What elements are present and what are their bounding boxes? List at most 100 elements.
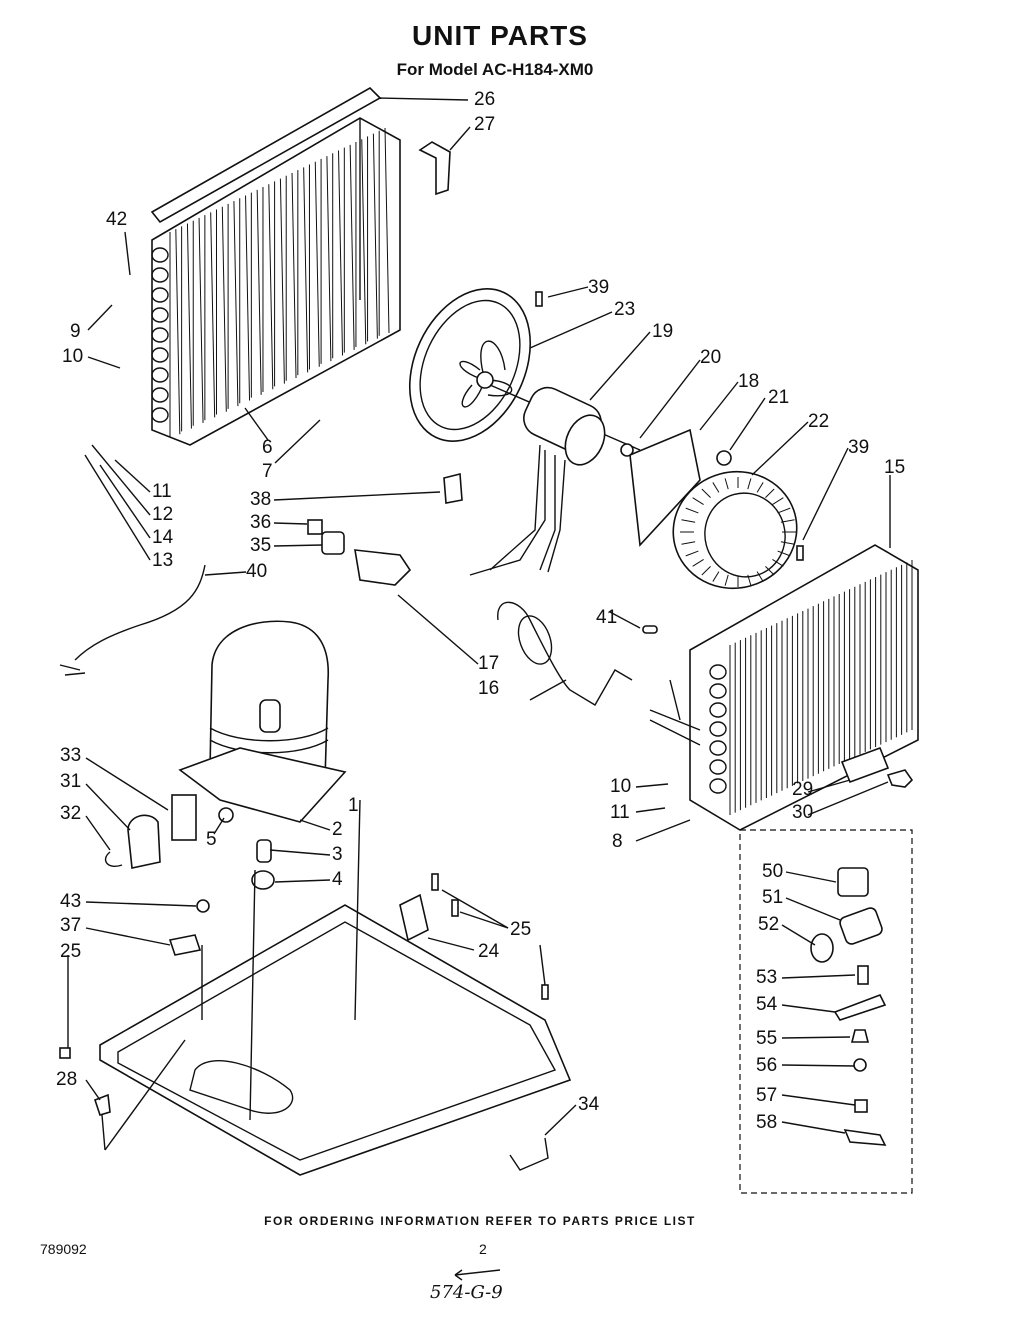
callout-label: 10 bbox=[610, 776, 632, 797]
callout-label: 33 bbox=[60, 745, 82, 766]
nut-part bbox=[218, 807, 234, 823]
document-number: 789092 bbox=[40, 1241, 87, 1257]
page-number: 2 bbox=[479, 1241, 487, 1257]
callout-label: 23 bbox=[614, 299, 636, 320]
callout-label: 13 bbox=[152, 550, 174, 571]
callout-label: 41 bbox=[596, 607, 618, 628]
screw-part bbox=[451, 899, 459, 917]
nut-part bbox=[196, 899, 210, 913]
callout-label: 22 bbox=[808, 411, 830, 432]
evaporator-coil bbox=[649, 544, 919, 831]
screw-part bbox=[796, 545, 804, 561]
callout-label: 6 bbox=[262, 437, 273, 458]
screw-part bbox=[535, 291, 543, 307]
callout-label: 20 bbox=[700, 347, 722, 368]
callout-label: 19 bbox=[652, 321, 674, 342]
callout-label: 55 bbox=[756, 1028, 778, 1049]
leader-lines bbox=[67, 97, 891, 1151]
callout-label: 30 bbox=[792, 802, 814, 823]
grommet-part bbox=[251, 870, 275, 890]
callout-label: 32 bbox=[60, 803, 82, 824]
screw-part bbox=[541, 984, 549, 1000]
callout-label: 35 bbox=[250, 535, 272, 556]
capillary-tube bbox=[497, 601, 633, 706]
callout-label: 15 bbox=[884, 457, 906, 478]
callout-label: 1 bbox=[348, 795, 359, 816]
callout-label: 7 bbox=[262, 461, 273, 482]
callout-label: 58 bbox=[756, 1112, 778, 1133]
handwritten-arrow bbox=[454, 1269, 501, 1281]
callout-label: 10 bbox=[62, 346, 84, 367]
callout-label: 5 bbox=[206, 829, 217, 850]
callout-label: 37 bbox=[60, 915, 82, 936]
callout-label: 27 bbox=[474, 114, 496, 135]
compressor bbox=[178, 620, 347, 823]
callout-label: 53 bbox=[756, 967, 778, 988]
cap-part bbox=[307, 519, 323, 535]
callout-label: 38 bbox=[250, 489, 272, 510]
model-subtitle: For Model AC-H184-XM0 bbox=[396, 60, 594, 79]
callout-label: 25 bbox=[60, 941, 82, 962]
handwritten-note: 574-G-9 bbox=[430, 1282, 503, 1303]
callout-label: 18 bbox=[738, 371, 760, 392]
small-block-part bbox=[418, 141, 451, 196]
callout-label: 34 bbox=[578, 1094, 600, 1115]
callout-label: 24 bbox=[478, 941, 500, 962]
relay-part bbox=[321, 531, 345, 555]
callout-label: 51 bbox=[762, 887, 784, 908]
screw-part bbox=[59, 1047, 71, 1059]
clip-part bbox=[93, 1093, 111, 1116]
screw-part bbox=[431, 873, 439, 891]
blower-wheel bbox=[672, 470, 798, 590]
pin-part bbox=[642, 625, 658, 634]
callout-label: 14 bbox=[152, 527, 174, 548]
callout-label: 36 bbox=[250, 512, 272, 533]
support-rod bbox=[509, 1137, 549, 1171]
callout-label: 39 bbox=[588, 277, 610, 298]
callout-label: 26 bbox=[474, 89, 496, 110]
base-pan bbox=[99, 869, 572, 1176]
callout-label: 43 bbox=[60, 891, 82, 912]
kit-parts bbox=[810, 867, 887, 1146]
callout-label: 31 bbox=[60, 771, 82, 792]
nut-part bbox=[620, 443, 634, 457]
fan-blade-assembly bbox=[408, 288, 532, 504]
callout-label: 3 bbox=[332, 844, 343, 865]
motor-mount-bracket bbox=[629, 428, 701, 547]
callout-label: 54 bbox=[756, 994, 778, 1015]
callout-label: 29 bbox=[792, 779, 814, 800]
filter-clip bbox=[840, 746, 890, 784]
callout-label: 39 bbox=[848, 437, 870, 458]
condenser-coil bbox=[151, 117, 401, 446]
callout-label: 16 bbox=[478, 678, 500, 699]
clip-part bbox=[886, 769, 914, 788]
fan-motor bbox=[469, 384, 641, 576]
callout-label: 17 bbox=[478, 653, 500, 674]
nut-part bbox=[716, 450, 732, 466]
callout-label: 50 bbox=[762, 861, 784, 882]
power-cable bbox=[74, 564, 206, 661]
sleeve-part bbox=[256, 839, 272, 863]
callout-label: 25 bbox=[510, 919, 532, 940]
ordering-note: FOR ORDERING INFORMATION REFER TO PARTS … bbox=[264, 1214, 696, 1228]
mounting-bracket bbox=[399, 893, 429, 942]
terminal-cover bbox=[127, 814, 161, 869]
callout-label: 12 bbox=[152, 504, 174, 525]
callout-label: 57 bbox=[756, 1085, 778, 1106]
callout-label: 11 bbox=[152, 481, 172, 502]
callout-label: 21 bbox=[768, 387, 790, 408]
terminal-bracket bbox=[171, 794, 197, 841]
callout-label: 9 bbox=[70, 321, 81, 342]
callout-label: 8 bbox=[612, 831, 623, 852]
overload-protector bbox=[354, 549, 412, 586]
page-title: UNIT PARTS bbox=[412, 20, 588, 51]
kit-parts-box bbox=[739, 829, 913, 1194]
callout-label: 11 bbox=[610, 802, 630, 823]
callout-label: 42 bbox=[106, 209, 128, 230]
callout-label: 28 bbox=[56, 1069, 78, 1090]
callout-label: 40 bbox=[246, 561, 268, 582]
callout-label: 4 bbox=[332, 869, 343, 890]
callout-label: 56 bbox=[756, 1055, 778, 1076]
cover-clip bbox=[104, 851, 123, 867]
